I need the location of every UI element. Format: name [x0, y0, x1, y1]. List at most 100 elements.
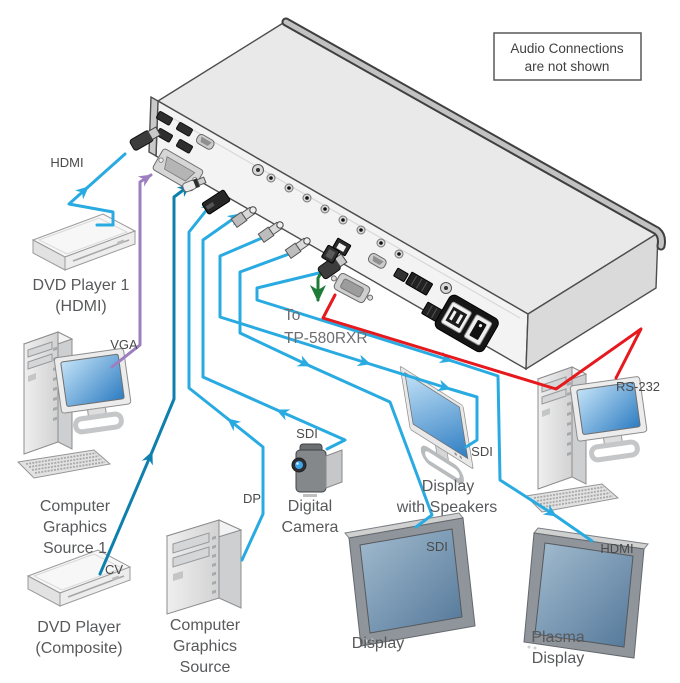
label-cgs1-line1: Computer — [40, 498, 111, 515]
bnc-plug — [284, 237, 311, 259]
audio-jack-row — [266, 173, 404, 259]
dvd-top-detail — [32, 553, 124, 591]
cable-dp — [226, 417, 265, 562]
cable-sdi-camera — [201, 212, 279, 412]
cable-sdi-display — [308, 364, 434, 529]
vga-port — [152, 148, 204, 192]
cable-hdmi-plasma — [554, 514, 594, 543]
lcd-base — [420, 445, 464, 484]
camera-flap — [325, 449, 343, 489]
label-hdmi-plasma: HDMI — [600, 541, 633, 556]
hdmi-plug — [317, 253, 348, 280]
drive-bay — [27, 341, 53, 358]
cable-sdi-display-speakers — [448, 387, 479, 449]
tower-button — [542, 408, 550, 417]
label-dvd-player-1-sub: (HDMI) — [55, 298, 107, 315]
camera-base — [303, 494, 317, 497]
cable-rs232 — [321, 293, 643, 391]
label-hdmi-in: HDMI — [50, 155, 83, 170]
crt-base — [73, 411, 124, 435]
label-plasma-line2: Display — [532, 650, 584, 667]
rj45-plug — [321, 244, 340, 264]
dvd-player-1-icon — [31, 213, 137, 271]
label-vga: VGA — [110, 337, 138, 352]
dvd-buttons — [117, 239, 125, 245]
camera-lens-icon — [295, 461, 303, 469]
label-dws-line2: with Speakers — [396, 499, 498, 516]
panel-ports — [152, 111, 499, 353]
label-cgs-line3: Source — [180, 659, 231, 676]
switcher-end-face — [525, 231, 659, 371]
db9-port — [367, 252, 387, 269]
note-line-1: Audio Connections — [510, 41, 624, 56]
panel-recess-line — [161, 111, 521, 319]
label-sdi-display-speakers: SDI — [471, 444, 493, 459]
label-dws-line1: Display — [422, 478, 474, 495]
displayport-plug — [201, 189, 231, 215]
crt-monitor — [569, 376, 648, 463]
label-plasma-line1: Plasma — [531, 629, 584, 646]
cable-sdi-camera — [275, 408, 347, 451]
computer-graphics-source-icon — [165, 519, 243, 615]
label-sdi-camera: SDI — [296, 426, 318, 441]
label-dp: DP — [243, 491, 261, 506]
display-icon — [344, 512, 476, 647]
drive-bay — [27, 353, 53, 370]
digital-camera-icon — [291, 443, 343, 497]
note-line-2: are not shown — [525, 59, 610, 74]
plugged-connectors — [129, 126, 374, 304]
panel-screen — [534, 542, 634, 648]
drive-bay — [172, 532, 210, 554]
label-dvd-composite-line1: DVD Player — [37, 619, 121, 636]
db9-port — [195, 133, 215, 150]
label-cv: CV — [105, 562, 123, 577]
note-box-border — [493, 32, 642, 81]
switcher-left-edge — [148, 95, 159, 158]
composite-cable — [98, 183, 192, 576]
tower-vents — [212, 535, 216, 594]
drive-bay — [172, 546, 210, 568]
cable-sdi-display — [238, 252, 312, 368]
drive-bay — [541, 376, 567, 393]
label-rs232: RS-232 — [616, 379, 660, 394]
crt-base — [589, 439, 640, 463]
rs232-cable — [321, 293, 643, 391]
label-tp-line1: To — [284, 307, 300, 324]
keyboard — [16, 449, 112, 479]
cable-hdmi-plasma — [450, 359, 558, 518]
label-sdi-display: SDI — [426, 539, 448, 554]
video-cables — [67, 152, 594, 562]
bnc-socket — [440, 282, 452, 294]
cable-vga — [110, 173, 153, 369]
cable-cv — [150, 183, 192, 454]
rs232-computer-icon — [524, 366, 648, 513]
hdmi-port — [156, 111, 173, 126]
mini-usb-port — [393, 267, 409, 282]
cable-hdmi-dvd1 — [67, 185, 115, 227]
lcd-screen — [404, 371, 469, 460]
cable-sdi-display-speakers — [368, 362, 452, 392]
pc-tower — [536, 366, 588, 490]
cable-sdi-display-speakers — [218, 236, 372, 367]
bnc-socket — [252, 164, 264, 176]
tower-button — [28, 373, 36, 382]
cable-labels: HDMI VGA CV DP SDI SDI SDI HDMI RS-232 T… — [50, 155, 660, 577]
bnc-plug — [257, 221, 284, 243]
label-tp-line2: TP-580RXR — [284, 330, 368, 347]
label-dvd-composite-line2: (Composite) — [35, 640, 122, 657]
cable-hdmi-dvd1 — [86, 152, 127, 189]
computer-graphics-source-1-icon — [16, 331, 132, 479]
keyboard-keys — [25, 452, 106, 474]
hdmi-port — [176, 139, 193, 154]
dvd-buttons — [112, 575, 120, 581]
label-dvd-player-1: DVD Player 1 — [33, 277, 130, 294]
tower-vents — [567, 381, 571, 456]
cable-hdmi-plasma — [255, 270, 454, 364]
label-cgs-line2: Graphics — [173, 638, 237, 655]
note-box: Audio Connections are not shown — [493, 32, 642, 81]
power-module — [434, 294, 499, 353]
hdmi-port — [176, 122, 193, 137]
hdmi-plug — [129, 126, 161, 151]
